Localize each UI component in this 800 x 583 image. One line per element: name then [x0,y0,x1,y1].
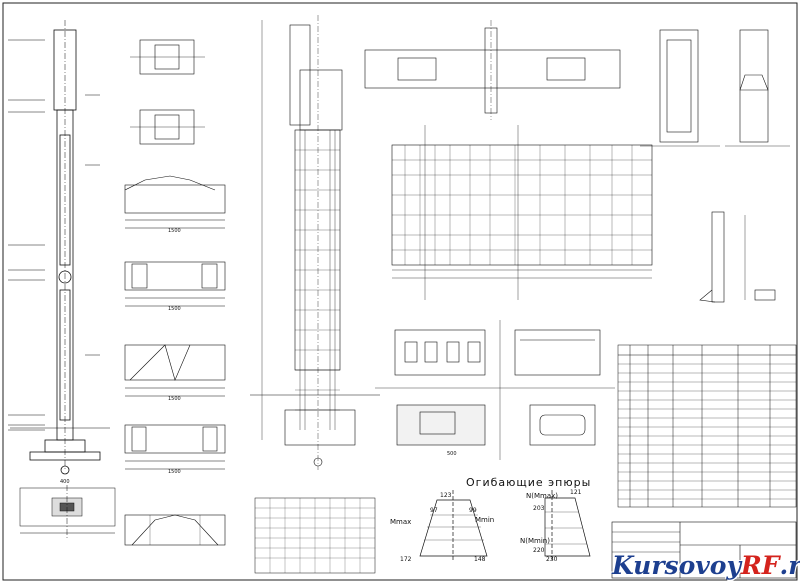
title-block [611,521,797,579]
label-nmin: N(Mmin) [520,537,550,545]
label-v5: 148 [474,556,486,563]
label-mmax: Mmax [390,518,411,526]
top-joint-detail [364,20,621,120]
envelope-diagram-n [544,490,591,560]
spec-table [617,344,797,508]
dim-1500-d: 1500 [168,469,181,475]
section-drawings [124,39,226,546]
label-v2: 99 [469,507,477,514]
reinforcement-column [250,15,380,470]
node-sections [375,320,615,460]
epure-title: Огибающие эпюры [466,476,592,489]
label-v6: 121 [570,489,582,496]
label-v9: 230 [546,556,558,563]
top-right-sections [640,29,790,147]
stress-grid [254,497,376,574]
envelope-diagram-m [419,490,488,560]
dim-1500-b: 1500 [168,306,181,312]
dim-500: 500 [447,451,457,457]
dim-400: 400 [60,479,70,485]
bar-detail [699,211,776,303]
label-mmin: Mmin [475,516,494,524]
label-v3: 97 [430,507,438,514]
dim-1500-c: 1500 [168,396,181,402]
beam-reinforcement [391,125,653,300]
watermark-part-1: Kursovoy [612,551,742,580]
column-elevation [8,20,116,540]
label-nmax: N(Mmax) [526,492,558,500]
watermark-part-3: .ru [779,551,800,580]
dim-1500-a: 1500 [168,228,181,234]
label-v7: 203 [533,505,545,512]
label-v1: 123 [440,492,452,499]
label-v4: 172 [400,556,412,563]
watermark-part-2: RF [741,551,780,580]
label-v8: 220 [533,547,545,554]
